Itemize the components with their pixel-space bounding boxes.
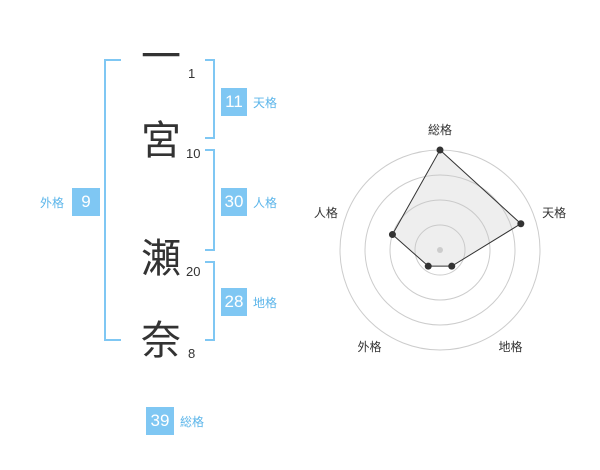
radar-point-4 [424,262,432,270]
radar-area [391,149,522,267]
jinkaku-box: 30 [221,188,247,216]
radar-ring-1 [414,224,466,276]
soukaku-label: 総格 [180,415,205,429]
chikaku-box: 28 [221,288,247,316]
radar-axis-label-3: 地格 [499,339,523,354]
radar-axis-label-4: 外格 [357,339,381,354]
gaikaku-bracket [104,59,121,341]
jinkaku-label: 人格 [253,196,278,210]
radar-center-dot [437,247,443,253]
radar-point-2 [517,220,525,228]
stroke-count-1: 1 [188,66,196,81]
stroke-count-2: 10 [186,146,201,161]
chikaku-bracket [205,261,215,341]
radar-axis-label-1: 総格 [428,122,452,137]
stroke-count-4: 8 [188,346,196,361]
tenkaku-label: 天格 [253,96,278,110]
radar-ring-3 [364,174,516,326]
radar-axis-label-5: 人格 [314,205,338,220]
radar-point-5 [388,231,396,239]
gaikaku-box: 9 [72,188,100,216]
name-char-3: 瀬 [141,236,181,282]
gaikaku-label: 外格 [40,196,65,210]
stroke-count-3: 20 [186,264,201,279]
radar-ring-2 [389,199,491,301]
soukaku-box: 39 [146,407,174,435]
name-char-1: 一 [141,34,181,80]
radar-point-1 [436,146,444,154]
radar-axis-label-2: 天格 [542,205,566,220]
chikaku-label: 地格 [253,296,278,310]
name-char-2: 宮 [141,118,181,164]
jinkaku-bracket [205,149,215,251]
tenkaku-bracket [205,59,215,139]
tenkaku-box: 11 [221,88,247,116]
radar-point-3 [448,262,456,270]
name-char-4: 奈 [141,318,181,364]
